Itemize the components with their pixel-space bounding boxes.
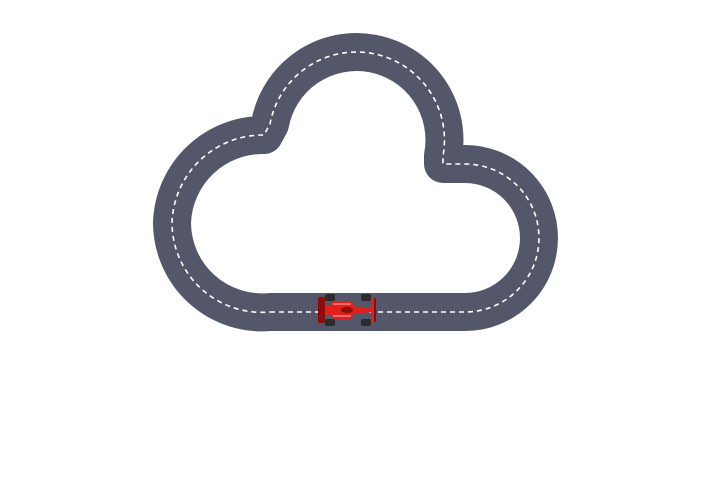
race-track-road bbox=[152, 33, 558, 332]
car-front-left-tire bbox=[361, 294, 371, 301]
race-car-icon[interactable] bbox=[318, 294, 376, 326]
car-front-wing-edge bbox=[374, 298, 376, 322]
car-rear-wing bbox=[318, 297, 325, 323]
car-rear-left-tire bbox=[325, 294, 335, 301]
car-front-right-tire bbox=[361, 319, 371, 326]
car-cockpit bbox=[341, 306, 353, 314]
car-rear-right-tire bbox=[325, 319, 335, 326]
lane-center-marking bbox=[171, 51, 540, 314]
